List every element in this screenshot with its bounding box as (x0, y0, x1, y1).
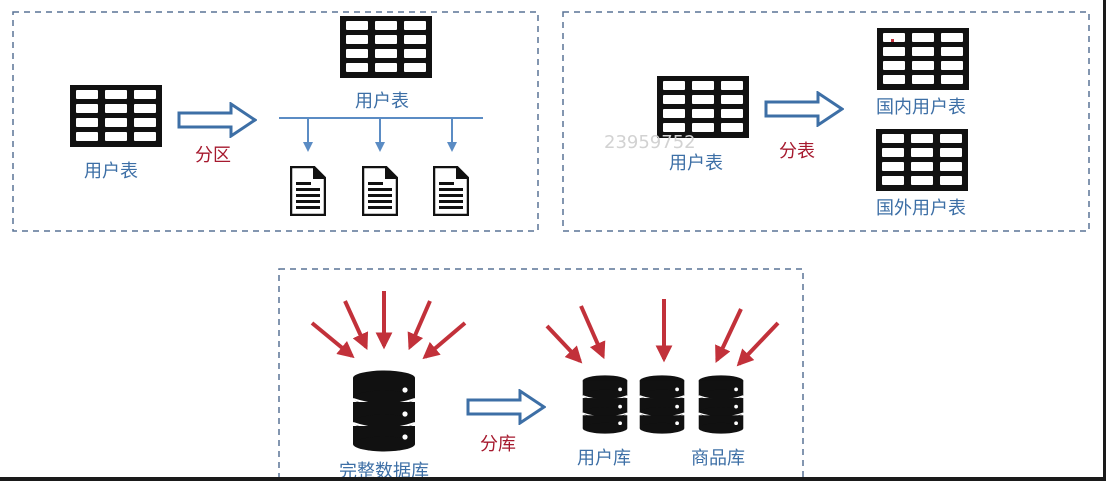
partition-tree-lines (279, 117, 483, 152)
partitioned-table-icon (340, 16, 432, 78)
red-dot-marker (891, 39, 894, 42)
user-db-icon-1 (582, 374, 628, 435)
product-db-label: 商品库 (691, 448, 745, 469)
user-db-label: 用户库 (577, 448, 631, 469)
incoming-request-arrows-left (310, 291, 467, 360)
partition-action-label: 分区 (195, 145, 231, 166)
screen-edge-bottom (0, 477, 1106, 481)
partition-source-label: 用户表 (84, 161, 138, 182)
db-split-hollow-arrow-icon (466, 389, 546, 425)
partition-group-box (12, 11, 539, 232)
partition-file-1-icon (290, 166, 326, 216)
watermark-text: 23959752 (604, 132, 696, 153)
source-table-icon (70, 85, 162, 147)
db-split-group-box (278, 268, 804, 481)
split-hollow-arrow-icon (764, 91, 844, 127)
user-db-icon-2 (639, 374, 685, 435)
domestic-table-icon (877, 28, 969, 90)
full-database-icon (352, 370, 416, 452)
partition-file-2-icon (362, 166, 398, 216)
split-action-label: 分表 (779, 141, 815, 162)
split-source-label: 用户表 (669, 153, 723, 174)
product-db-icon (698, 374, 744, 435)
domestic-table-label: 国内用户表 (876, 97, 966, 118)
partition-hollow-arrow-icon (177, 102, 257, 138)
foreign-table-icon (876, 129, 968, 191)
table-split-group-box (562, 11, 1090, 232)
incoming-request-arrows-right (545, 299, 780, 367)
foreign-table-label: 国外用户表 (876, 198, 966, 219)
split-source-table-icon (657, 76, 749, 138)
partition-file-3-icon (433, 166, 469, 216)
db-split-action-label: 分库 (480, 434, 516, 455)
full-db-label: 完整数据库 (339, 461, 429, 482)
partition-target-label: 用户表 (355, 91, 409, 112)
screen-edge-right (1103, 0, 1106, 481)
